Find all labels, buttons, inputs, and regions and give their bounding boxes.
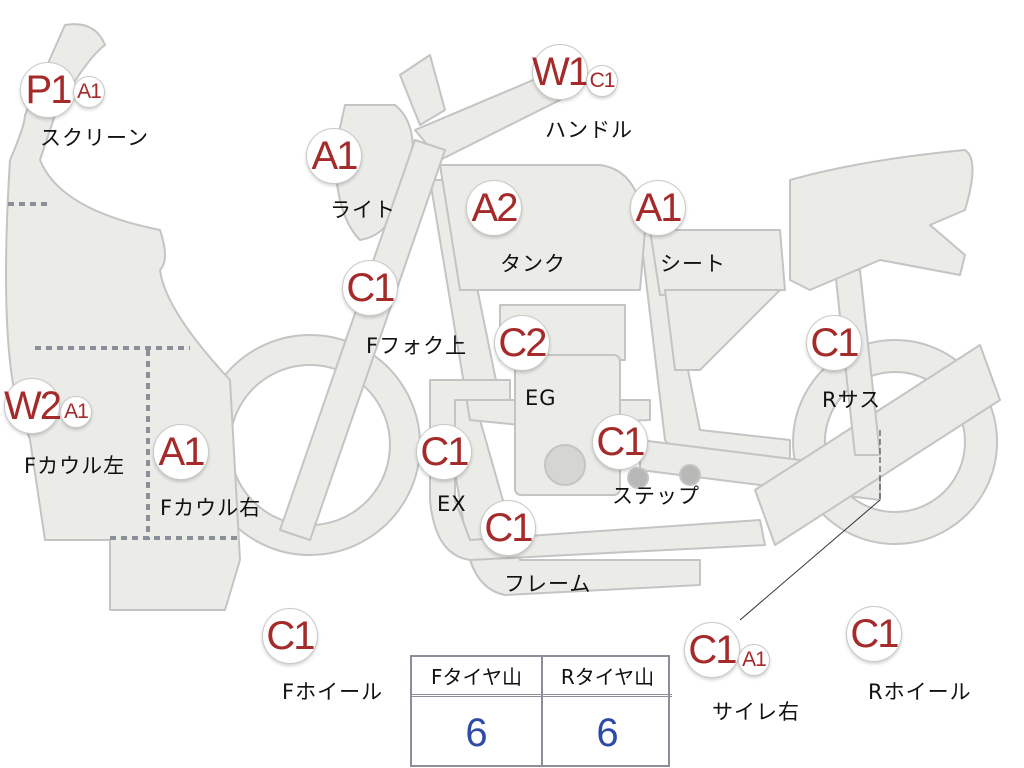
rsus-label: Rサス	[822, 388, 882, 412]
screen-code-badge-secondary: A1	[73, 76, 105, 108]
tank-label: タンク	[500, 252, 566, 276]
ffork-code-badge: C1	[342, 260, 398, 316]
screen-code-badge: P1	[20, 62, 76, 118]
ex-label: EX	[437, 492, 467, 516]
fwheel-code-badge: C1	[262, 608, 318, 664]
handle-grip-shape	[399, 54, 446, 126]
ffork-label: Fフォク上	[366, 334, 468, 358]
seat-rear-shape	[664, 289, 781, 371]
handle-code-badge-secondary: C1	[586, 65, 618, 97]
handle-code-badge: W1	[532, 44, 590, 100]
eg-code-badge: C2	[494, 315, 550, 371]
tail-cowl-shape	[789, 149, 974, 291]
seat-label: シート	[660, 252, 726, 276]
screen-label: スクリーン	[40, 126, 149, 150]
engine-cover-shape	[544, 444, 586, 486]
rwheel-code-badge: C1	[846, 606, 902, 662]
fcowl-right-label: Fカウル右	[160, 496, 262, 520]
step-code-badge: C1	[592, 414, 648, 470]
tank-code-badge: A2	[466, 180, 522, 236]
ex-code-badge: C1	[416, 424, 472, 480]
frame-label: フレーム	[504, 572, 592, 596]
seat-code-badge: A1	[630, 180, 686, 236]
silencer-right-label: サイレ右	[712, 700, 800, 724]
step-peg-left	[627, 467, 649, 489]
silencer-right-code-badge: C1	[684, 622, 740, 678]
fcowl-left-code-badge-secondary: A1	[60, 396, 92, 428]
table-divider	[541, 657, 543, 767]
front-tire-value: 6	[465, 710, 488, 755]
tire-tread-table: Fタイヤ山 Rタイヤ山 6 6	[410, 655, 672, 767]
step-peg-right	[679, 464, 701, 486]
step-label: ステップ	[612, 484, 700, 508]
front-tire-header: Fタイヤ山	[412, 657, 541, 697]
rwheel-label: Rホイール	[868, 680, 972, 704]
fcowl-right-code-badge: A1	[153, 424, 209, 480]
rsus-code-badge: C1	[806, 315, 862, 371]
light-label: ライト	[330, 198, 396, 222]
rear-tire-header: Rタイヤ山	[543, 657, 672, 697]
seat-shape	[649, 229, 786, 296]
fwheel-label: Fホイール	[282, 680, 384, 704]
light-code-badge: A1	[306, 128, 362, 184]
fcowl-left-code-badge: W2	[4, 378, 62, 434]
silencer-right-code-badge-secondary: A1	[738, 644, 770, 676]
fcowl-left-label: Fカウル左	[24, 454, 126, 478]
frame-code-badge: C1	[480, 500, 536, 556]
handle-label: ハンドル	[545, 118, 633, 142]
front-fork-shape	[279, 139, 446, 541]
eg-label: EG	[525, 386, 557, 410]
rear-tire-value: 6	[596, 710, 619, 755]
